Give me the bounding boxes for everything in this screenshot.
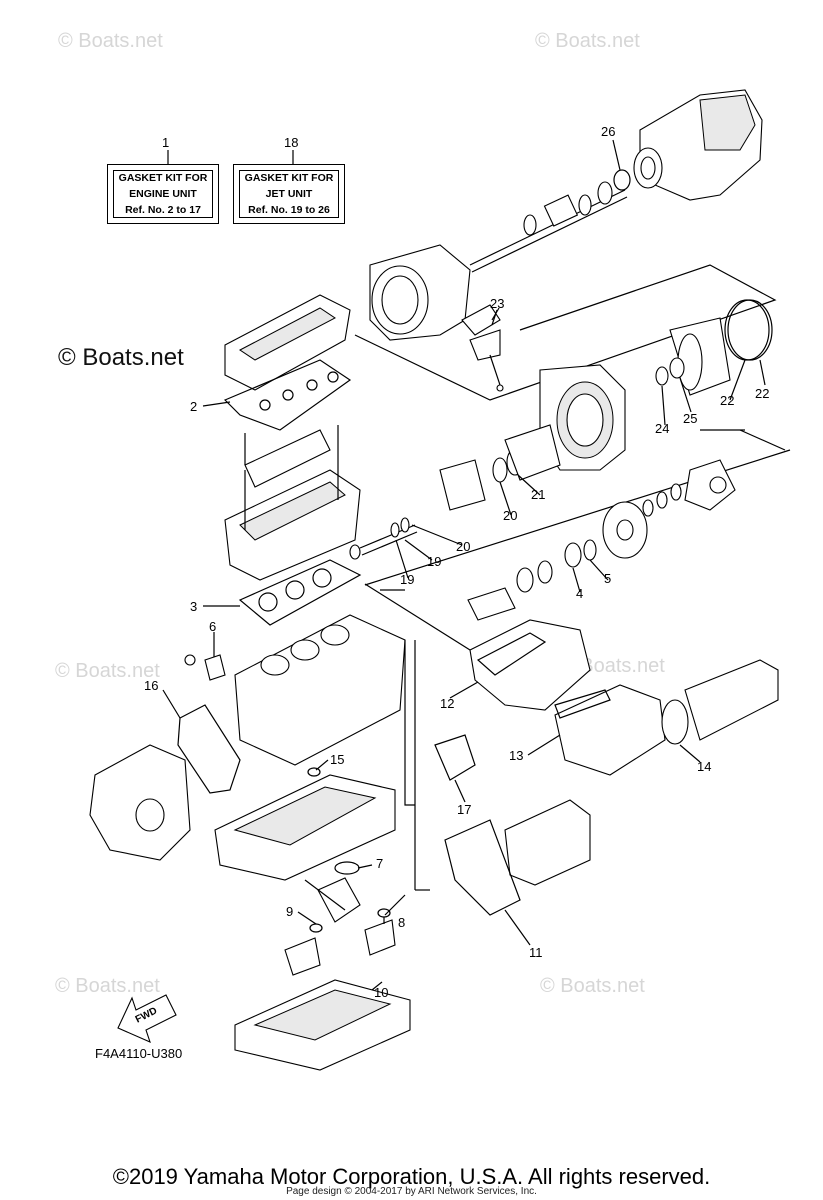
kit-line: JET UNIT [265,188,313,200]
callout-23: 23 [490,296,505,311]
valve-cover [224,294,351,391]
callout-6: 6 [209,619,217,634]
jet-pump-housing [633,89,763,201]
kit-line: Ref. No. 19 to 26 [248,204,330,216]
watermark-top-right: © Boats.net [535,30,640,52]
callout-19: 19 [427,554,442,569]
callout-17: 17 [457,802,472,817]
fwd-arrow [117,994,177,1043]
callout-12: 12 [440,696,455,711]
page-design-credit: Page design © 2004-2017 by ARI Network S… [286,1186,537,1197]
callout-2: 2 [190,399,198,414]
engine-gasket-kit-box: GASKET KIT FOR ENGINE UNIT Ref. No. 2 to… [107,164,219,224]
oil-pan [234,979,411,1071]
jet-gasket-kit-box: GASKET KIT FOR JET UNIT Ref. No. 19 to 2… [233,164,345,224]
callout-7: 7 [376,856,384,871]
watermark-bottom-right: © Boats.net [540,975,645,997]
callout-4: 4 [576,586,584,601]
callout-22: 22 [755,386,770,401]
watermark-mid-left: © Boats.net [55,660,160,682]
kit-ref-18: 18 [284,135,299,150]
exhaust-manifold [469,619,591,711]
diagram-code: F4A4110-U380 [95,1046,183,1061]
copyright-text: ©2019 Yamaha Motor Corporation, U.S.A. A… [112,1164,711,1189]
callout-14: 14 [697,759,712,774]
crankcase-lower [214,774,396,881]
callout-19: 19 [400,572,415,587]
kit-line: Ref. No. 2 to 17 [125,204,201,216]
callout-9: 9 [286,904,294,919]
cylinder-head [224,469,361,581]
callout-22: 22 [720,393,735,408]
callout-8: 8 [398,915,406,930]
callout-11: 11 [529,945,543,960]
callout-24: 24 [655,421,670,436]
callout-15: 15 [330,752,345,767]
callout-25: 25 [683,411,698,426]
callout-21: 21 [531,487,546,502]
callout-20: 20 [456,539,471,554]
kit-line: ENGINE UNIT [129,188,197,200]
watermark-bottom-left: © Boats.net [55,975,160,997]
watermark-top-left: © Boats.net [58,30,163,52]
callout-20: 20 [503,508,518,523]
jet-pump-body [369,244,471,341]
callout-5: 5 [604,571,612,586]
callout-26: 26 [601,124,616,139]
kit-line: GASKET KIT FOR [118,172,208,184]
kit-ref-1: 1 [162,135,170,150]
callout-16: 16 [144,678,159,693]
callout-10: 10 [374,985,389,1000]
callout-3: 3 [190,599,198,614]
kit-line: GASKET KIT FOR [244,172,334,184]
watermark-dark: © Boats.net [58,344,184,371]
impeller [684,459,736,511]
callout-13: 13 [509,748,524,763]
cylinder-block [234,614,406,766]
